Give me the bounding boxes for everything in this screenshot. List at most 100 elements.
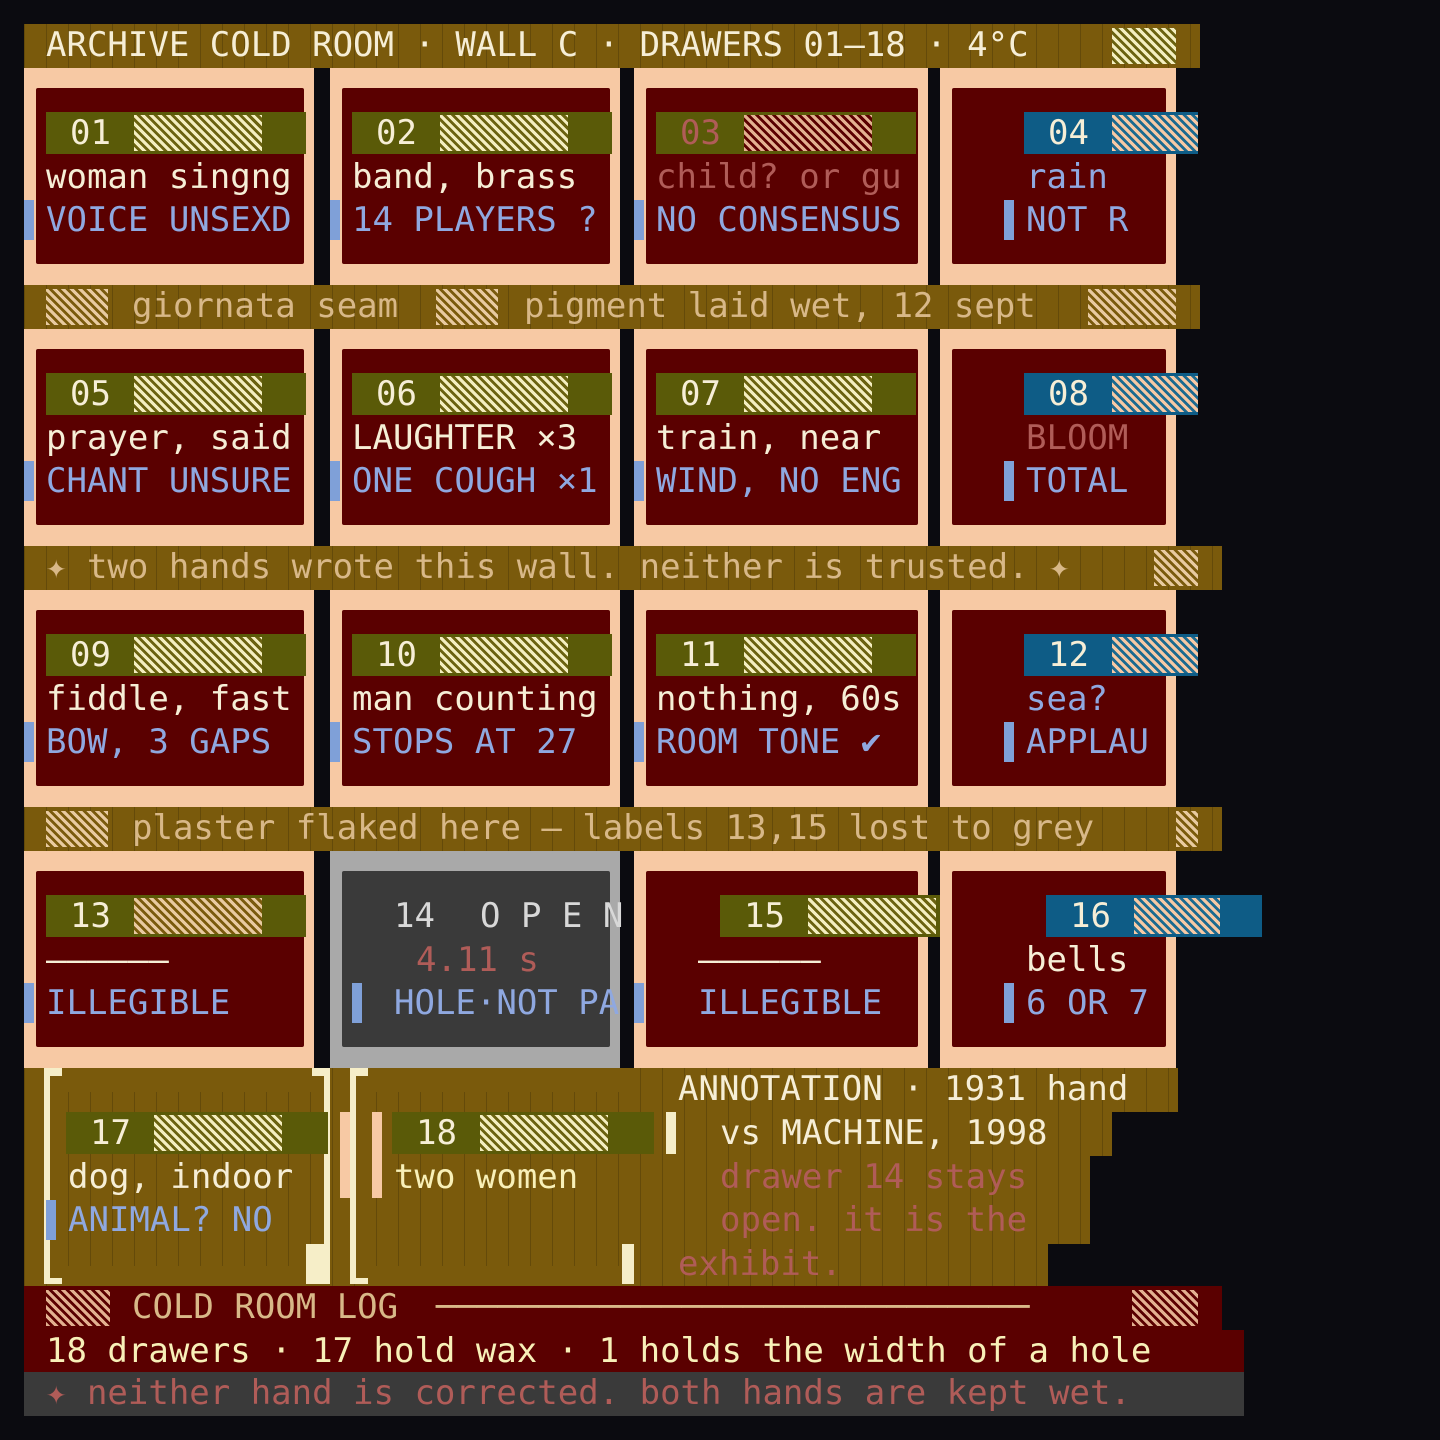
drawer-note: STOPS AT 27	[352, 722, 578, 762]
drawer-note: NO CONSENSUS	[656, 200, 902, 240]
annotation-note: exhibit.	[678, 1244, 842, 1284]
drawer-caption: band, brass	[352, 157, 578, 197]
note-marker	[634, 461, 644, 501]
hatch-ornament	[46, 1290, 110, 1326]
drawer-caption: woman singng	[46, 157, 292, 197]
drawer-number: 12	[1048, 635, 1089, 675]
annotation-panel	[24, 1156, 1090, 1244]
drawer-caption: ——————	[46, 940, 169, 980]
seam-band-2: ✦ two hands wrote this wall. neither is …	[24, 546, 1222, 590]
drawer-number: 15	[744, 896, 785, 936]
drawer-caption: sea?	[1026, 679, 1108, 719]
drawer-caption: rain	[1026, 157, 1108, 197]
wax-level-bar	[134, 898, 262, 934]
note-marker	[634, 722, 644, 762]
wax-level-bar	[1134, 898, 1220, 934]
header-bar: ARCHIVE COLD ROOM · WALL C · DRAWERS 01–…	[24, 24, 1200, 68]
drawer-number: 14	[394, 896, 435, 936]
wax-level-bar	[808, 898, 936, 934]
drawer-caption: bells	[1026, 940, 1129, 980]
drawer-note: ONE COUGH ×1	[352, 461, 598, 501]
log-summary: 18 drawers · 17 hold wax · 1 holds the w…	[46, 1331, 1152, 1371]
drawer-note: HOLE·NOT PA	[394, 983, 620, 1023]
annotation-subtitle: vs MACHINE, 1998	[720, 1113, 1048, 1153]
drawer-note: TOTAL	[1026, 461, 1129, 501]
drawer-note: 6 OR 7	[1026, 983, 1149, 1023]
drawer-number: 07	[680, 374, 721, 414]
drawer-tag: 17	[66, 1112, 328, 1154]
note-marker	[634, 983, 644, 1023]
seam-note: pigment laid wet, 12 sept	[524, 286, 1036, 326]
wax-level-bar	[134, 115, 262, 151]
drawer-number: 02	[376, 113, 417, 153]
wax-level-bar	[744, 115, 872, 151]
seam-label: plaster flaked here — labels 13,15 lost …	[132, 808, 1095, 848]
note-marker	[24, 722, 34, 762]
wax-level-bar	[744, 637, 872, 673]
wax-level-bar	[744, 376, 872, 412]
drawer-tag: 15	[720, 895, 980, 937]
drawer-number: 03	[680, 113, 721, 153]
drawer-number: 18	[416, 1113, 457, 1153]
drawer-note: ILLEGIBLE	[46, 983, 231, 1023]
note-marker	[24, 461, 34, 501]
seam-label: ✦ two hands wrote this wall. neither is …	[46, 547, 1070, 587]
note-marker	[352, 983, 362, 1023]
drawer-caption: BLOOM	[1026, 418, 1129, 458]
log-summary-row: 18 drawers · 17 hold wax · 1 holds the w…	[24, 1330, 1244, 1372]
drawer-note: ILLEGIBLE	[698, 983, 883, 1023]
annotation-title: ANNOTATION · 1931 hand	[678, 1069, 1129, 1109]
log-title: COLD ROOM LOG	[132, 1287, 399, 1327]
drawer-number: 08	[1048, 374, 1089, 414]
drawer-17[interactable]	[44, 1068, 330, 1286]
annotation-note: open. it is the	[720, 1200, 1028, 1240]
hatch-ornament	[46, 289, 108, 325]
note-marker	[634, 200, 644, 240]
drawer-number: 17	[90, 1113, 131, 1153]
note-marker	[330, 200, 340, 240]
drawer-tag: 13	[46, 895, 306, 937]
drawer-frame	[62, 1068, 312, 1092]
drawer-frame	[622, 1244, 634, 1284]
wax-level-bar	[1112, 115, 1198, 151]
drawer-caption: dog, indoor	[68, 1157, 294, 1197]
hatch-ornament	[1088, 289, 1176, 325]
drawer-tag: 11	[656, 634, 916, 676]
drawer-frame	[368, 1266, 630, 1286]
seam-band-3: plaster flaked here — labels 13,15 lost …	[24, 807, 1222, 851]
note-marker	[1004, 200, 1014, 240]
log-header: COLD ROOM LOG ──────────────────────────…	[24, 1286, 1222, 1330]
drawer-tag: 01	[46, 112, 306, 154]
hatch-ornament	[46, 811, 108, 847]
wax-level-bar	[1112, 376, 1198, 412]
drawer-frame	[306, 1244, 324, 1284]
wax-level-bar	[1112, 637, 1198, 673]
drawer-number: 04	[1048, 113, 1089, 153]
drawer-status-label: O P E N	[480, 896, 624, 936]
drawer-note: VOICE UNSEXD	[46, 200, 292, 240]
drawer-tag: 03	[656, 112, 916, 154]
drawer-caption: man counting	[352, 679, 598, 719]
hatch-ornament	[1176, 811, 1198, 847]
drawer-tag: 10	[352, 634, 612, 676]
wax-level-bar	[134, 637, 262, 673]
drawer-number: 13	[70, 896, 111, 936]
drawer-note: NOT R	[1026, 200, 1129, 240]
log-rule: ─────────────────────────────	[436, 1287, 1030, 1327]
drawer-number: 01	[70, 113, 111, 153]
drawer-frame	[666, 1112, 676, 1154]
drawer-tag: 06	[352, 373, 612, 415]
note-marker	[1004, 983, 1014, 1023]
note-marker	[330, 722, 340, 762]
hatch-ornament	[1154, 550, 1198, 586]
drawer-caption: nothing, 60s	[656, 679, 902, 719]
drawer-18[interactable]	[350, 1068, 638, 1286]
drawer-caption: train, near	[656, 418, 882, 458]
drawer-caption: child? or gu	[656, 157, 902, 197]
drawer-number: 06	[376, 374, 417, 414]
drawer-frame	[62, 1266, 312, 1286]
hatch-ornament	[1132, 1290, 1198, 1326]
drawer-tag: 18	[392, 1112, 654, 1154]
seam-band-1: giornata seam pigment laid wet, 12 sept	[24, 285, 1200, 329]
drawer-tag: 12	[1024, 634, 1198, 676]
